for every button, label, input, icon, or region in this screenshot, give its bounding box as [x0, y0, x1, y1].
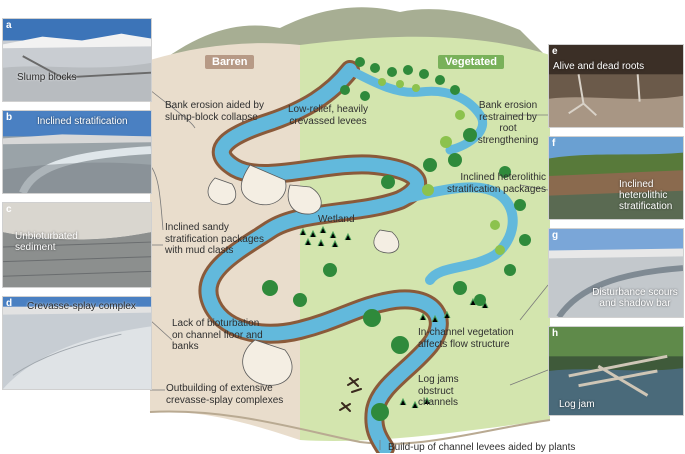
- photo-panel-h: h Log jam: [548, 326, 684, 416]
- annotation-outbuilding-text: Outbuilding of extensive crevasse-splay …: [166, 383, 284, 406]
- photo-panel-e: e Alive and dead roots: [548, 44, 684, 128]
- panel-caption-g-text: Disturbance scours and shadow bar: [592, 287, 678, 309]
- photo-panel-b: b Inclined stratification: [2, 110, 152, 194]
- annotation-bank-erosion-roots-text: Bank erosion restrained by root strength…: [477, 100, 539, 146]
- panel-letter-f: f: [552, 138, 556, 149]
- annotation-lack-bioturbation-text: Lack of bioturbation on channel floor an…: [172, 318, 263, 352]
- annotation-bank-erosion-slump: Bank erosion aided by slump-block collap…: [165, 100, 265, 123]
- panel-caption-a: Slump blocks: [17, 72, 77, 83]
- panel-caption-h: Log jam: [559, 399, 595, 410]
- annotation-inclined-heterolithic: Inclined heterolithic stratification pac…: [438, 172, 546, 195]
- annotation-log-jams-text: Log jams obstruct channels: [418, 374, 459, 408]
- wetland-vegetation: [299, 225, 489, 409]
- vegetated-ground: [300, 36, 550, 441]
- river-right-meander: [395, 182, 518, 285]
- annotation-inclined-heterolithic-text: Inclined heterolithic stratification pac…: [447, 172, 546, 195]
- annotation-lack-bioturbation: Lack of bioturbation on channel floor an…: [172, 318, 268, 353]
- photo-panel-a: a Slump blocks: [2, 18, 152, 102]
- photo-b-image: [3, 111, 151, 193]
- annotation-log-jams: Log jams obstruct channels: [418, 374, 490, 409]
- panel-caption-f: Inclined heterolithic stratification: [619, 179, 683, 212]
- panel-letter-g: g: [552, 230, 559, 241]
- river-channel: [201, 63, 446, 453]
- photo-panel-d: d Crevasse-splay complex: [2, 296, 152, 390]
- panel-caption-c: Unbioturbated sediment: [15, 231, 85, 253]
- photo-g-image: [549, 229, 683, 317]
- annotation-in-channel-vegetation-text: In-channel vegetation affects flow struc…: [418, 327, 514, 350]
- leader-lines: [149, 89, 549, 450]
- panel-letter-h: h: [552, 328, 559, 339]
- barren-tag: Barren: [205, 55, 255, 69]
- annotation-bank-erosion-roots: Bank erosion restrained by root strength…: [470, 100, 546, 146]
- panel-letter-c: c: [6, 204, 12, 215]
- panel-caption-d: Crevasse-splay complex: [27, 301, 136, 312]
- photo-a-image: [3, 19, 151, 101]
- panel-caption-b: Inclined stratification: [37, 116, 128, 127]
- annotation-build-up-levees: Build-up of channel levees aided by plan…: [388, 442, 576, 453]
- log-jams: [339, 377, 362, 412]
- photo-panel-g: g Disturbance scours and shadow bar: [548, 228, 684, 318]
- annotation-low-relief-levees-text: Low-relief, heavily crevassed levees: [287, 104, 369, 127]
- panel-caption-c-text: Unbioturbated sediment: [15, 231, 78, 253]
- annotation-outbuilding: Outbuilding of extensive crevasse-splay …: [166, 383, 286, 406]
- ground-edge: [149, 410, 551, 445]
- annotation-inclined-sandy-text: Inclined sandy stratification packages w…: [165, 222, 264, 256]
- annotation-wetland: Wetland: [318, 214, 355, 225]
- panel-caption-e: Alive and dead roots: [553, 61, 645, 72]
- photo-c-image: [3, 203, 151, 287]
- annotation-low-relief-levees: Low-relief, heavily crevassed levees: [278, 104, 378, 127]
- photo-panel-c: c Unbioturbated sediment: [2, 202, 152, 288]
- photo-panel-f: f Inclined heterolithic stratification: [548, 136, 684, 220]
- annotation-bank-erosion-slump-text: Bank erosion aided by slump-block collap…: [165, 100, 264, 123]
- annotation-in-channel-vegetation: In-channel vegetation affects flow struc…: [418, 327, 518, 350]
- vegetated-tag: Vegetated: [438, 55, 504, 69]
- crevasse-splays: [207, 164, 400, 386]
- photo-d-image: [3, 297, 151, 389]
- photo-h-image: [549, 327, 683, 415]
- panel-caption-g: Disturbance scours and shadow bar: [589, 287, 681, 309]
- panel-letter-e: e: [552, 46, 558, 57]
- panel-caption-f-text: Inclined heterolithic stratification: [619, 179, 673, 212]
- trees: [262, 57, 531, 421]
- photo-f-image: [549, 137, 683, 219]
- panel-letter-d: d: [6, 298, 13, 309]
- annotation-inclined-sandy: Inclined sandy stratification packages w…: [165, 222, 265, 257]
- panel-letter-a: a: [6, 20, 12, 31]
- photo-e-image: [549, 45, 683, 127]
- panel-letter-b: b: [6, 112, 13, 123]
